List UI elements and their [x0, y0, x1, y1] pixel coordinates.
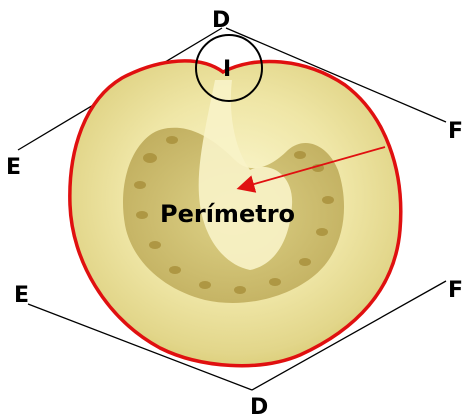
- label-d-top: D: [212, 8, 230, 33]
- seed: [169, 266, 181, 274]
- seed: [234, 286, 246, 294]
- seed: [299, 258, 311, 266]
- label-d-bottom: D: [250, 395, 268, 417]
- seed: [136, 211, 148, 219]
- seed: [134, 181, 146, 189]
- seed: [316, 228, 328, 236]
- seed: [294, 151, 306, 159]
- label-e-upper: E: [6, 155, 21, 180]
- seed: [166, 136, 178, 144]
- label-f-lower: F: [448, 278, 463, 303]
- label-e-lower: E: [14, 283, 29, 308]
- seed: [322, 196, 334, 204]
- seed: [149, 241, 161, 249]
- label-f-upper: F: [448, 119, 463, 144]
- seed: [199, 281, 211, 289]
- seed: [269, 278, 281, 286]
- label-notch: I: [223, 57, 231, 82]
- label-perimeter: Perímetro: [160, 200, 295, 228]
- seed: [143, 153, 157, 163]
